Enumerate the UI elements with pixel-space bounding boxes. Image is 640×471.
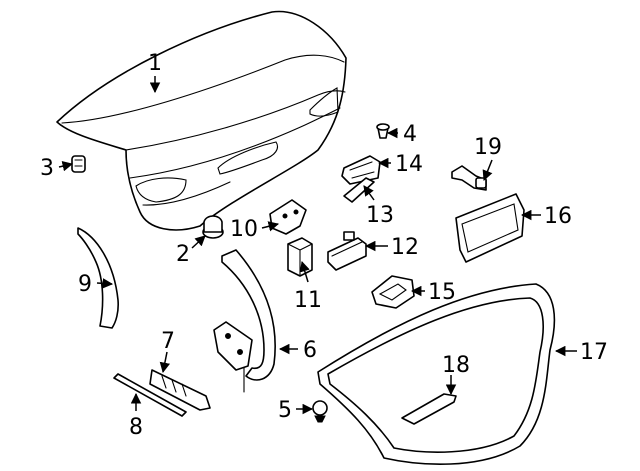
callout-11: 11 <box>294 288 322 313</box>
part-17-weatherstrip[interactable] <box>317 283 556 465</box>
callout-17: 17 <box>580 340 608 365</box>
callout-4: 4 <box>403 122 417 147</box>
callout-9: 9 <box>78 272 92 297</box>
part-6-hinge[interactable] <box>213 249 276 393</box>
part-11-actuator[interactable] <box>287 237 313 277</box>
part-3-bumper[interactable] <box>71 155 86 173</box>
part-1-trunk-lid[interactable] <box>56 10 347 231</box>
part-12-switch[interactable] <box>327 231 367 271</box>
part-19-sensor[interactable] <box>451 165 487 191</box>
part-7-strut[interactable] <box>149 369 211 411</box>
leader-lines <box>58 76 577 415</box>
part-2-plug[interactable] <box>202 215 224 239</box>
callout-6: 6 <box>303 338 317 363</box>
callout-8: 8 <box>129 415 143 440</box>
callout-10: 10 <box>230 217 258 242</box>
callout-3: 3 <box>40 156 54 181</box>
callout-16: 16 <box>544 204 572 229</box>
callout-18: 18 <box>442 353 470 378</box>
part-8-rod[interactable] <box>113 373 187 417</box>
part-5-grommet[interactable] <box>312 400 328 423</box>
callout-14: 14 <box>395 152 423 177</box>
callout-labels: 1 2 3 4 5 6 7 8 9 10 11 12 13 14 15 16 1… <box>40 51 608 440</box>
part-9-trim[interactable] <box>77 227 119 329</box>
callout-19: 19 <box>474 135 502 160</box>
part-10-latch[interactable] <box>269 199 307 235</box>
callout-5: 5 <box>278 398 292 423</box>
part-18-bracket[interactable] <box>401 393 457 425</box>
callout-7: 7 <box>161 329 175 354</box>
callout-2: 2 <box>176 242 190 267</box>
callout-12: 12 <box>391 235 419 260</box>
part-13-trim-strip[interactable] <box>343 177 375 203</box>
callout-1: 1 <box>148 51 162 76</box>
callout-15: 15 <box>428 280 456 305</box>
part-16-license-bracket[interactable] <box>455 193 525 263</box>
part-15-handle[interactable] <box>371 275 415 309</box>
part-4-clip[interactable] <box>376 123 390 139</box>
part-14-lamp[interactable] <box>341 155 381 185</box>
callout-13: 13 <box>366 203 394 228</box>
